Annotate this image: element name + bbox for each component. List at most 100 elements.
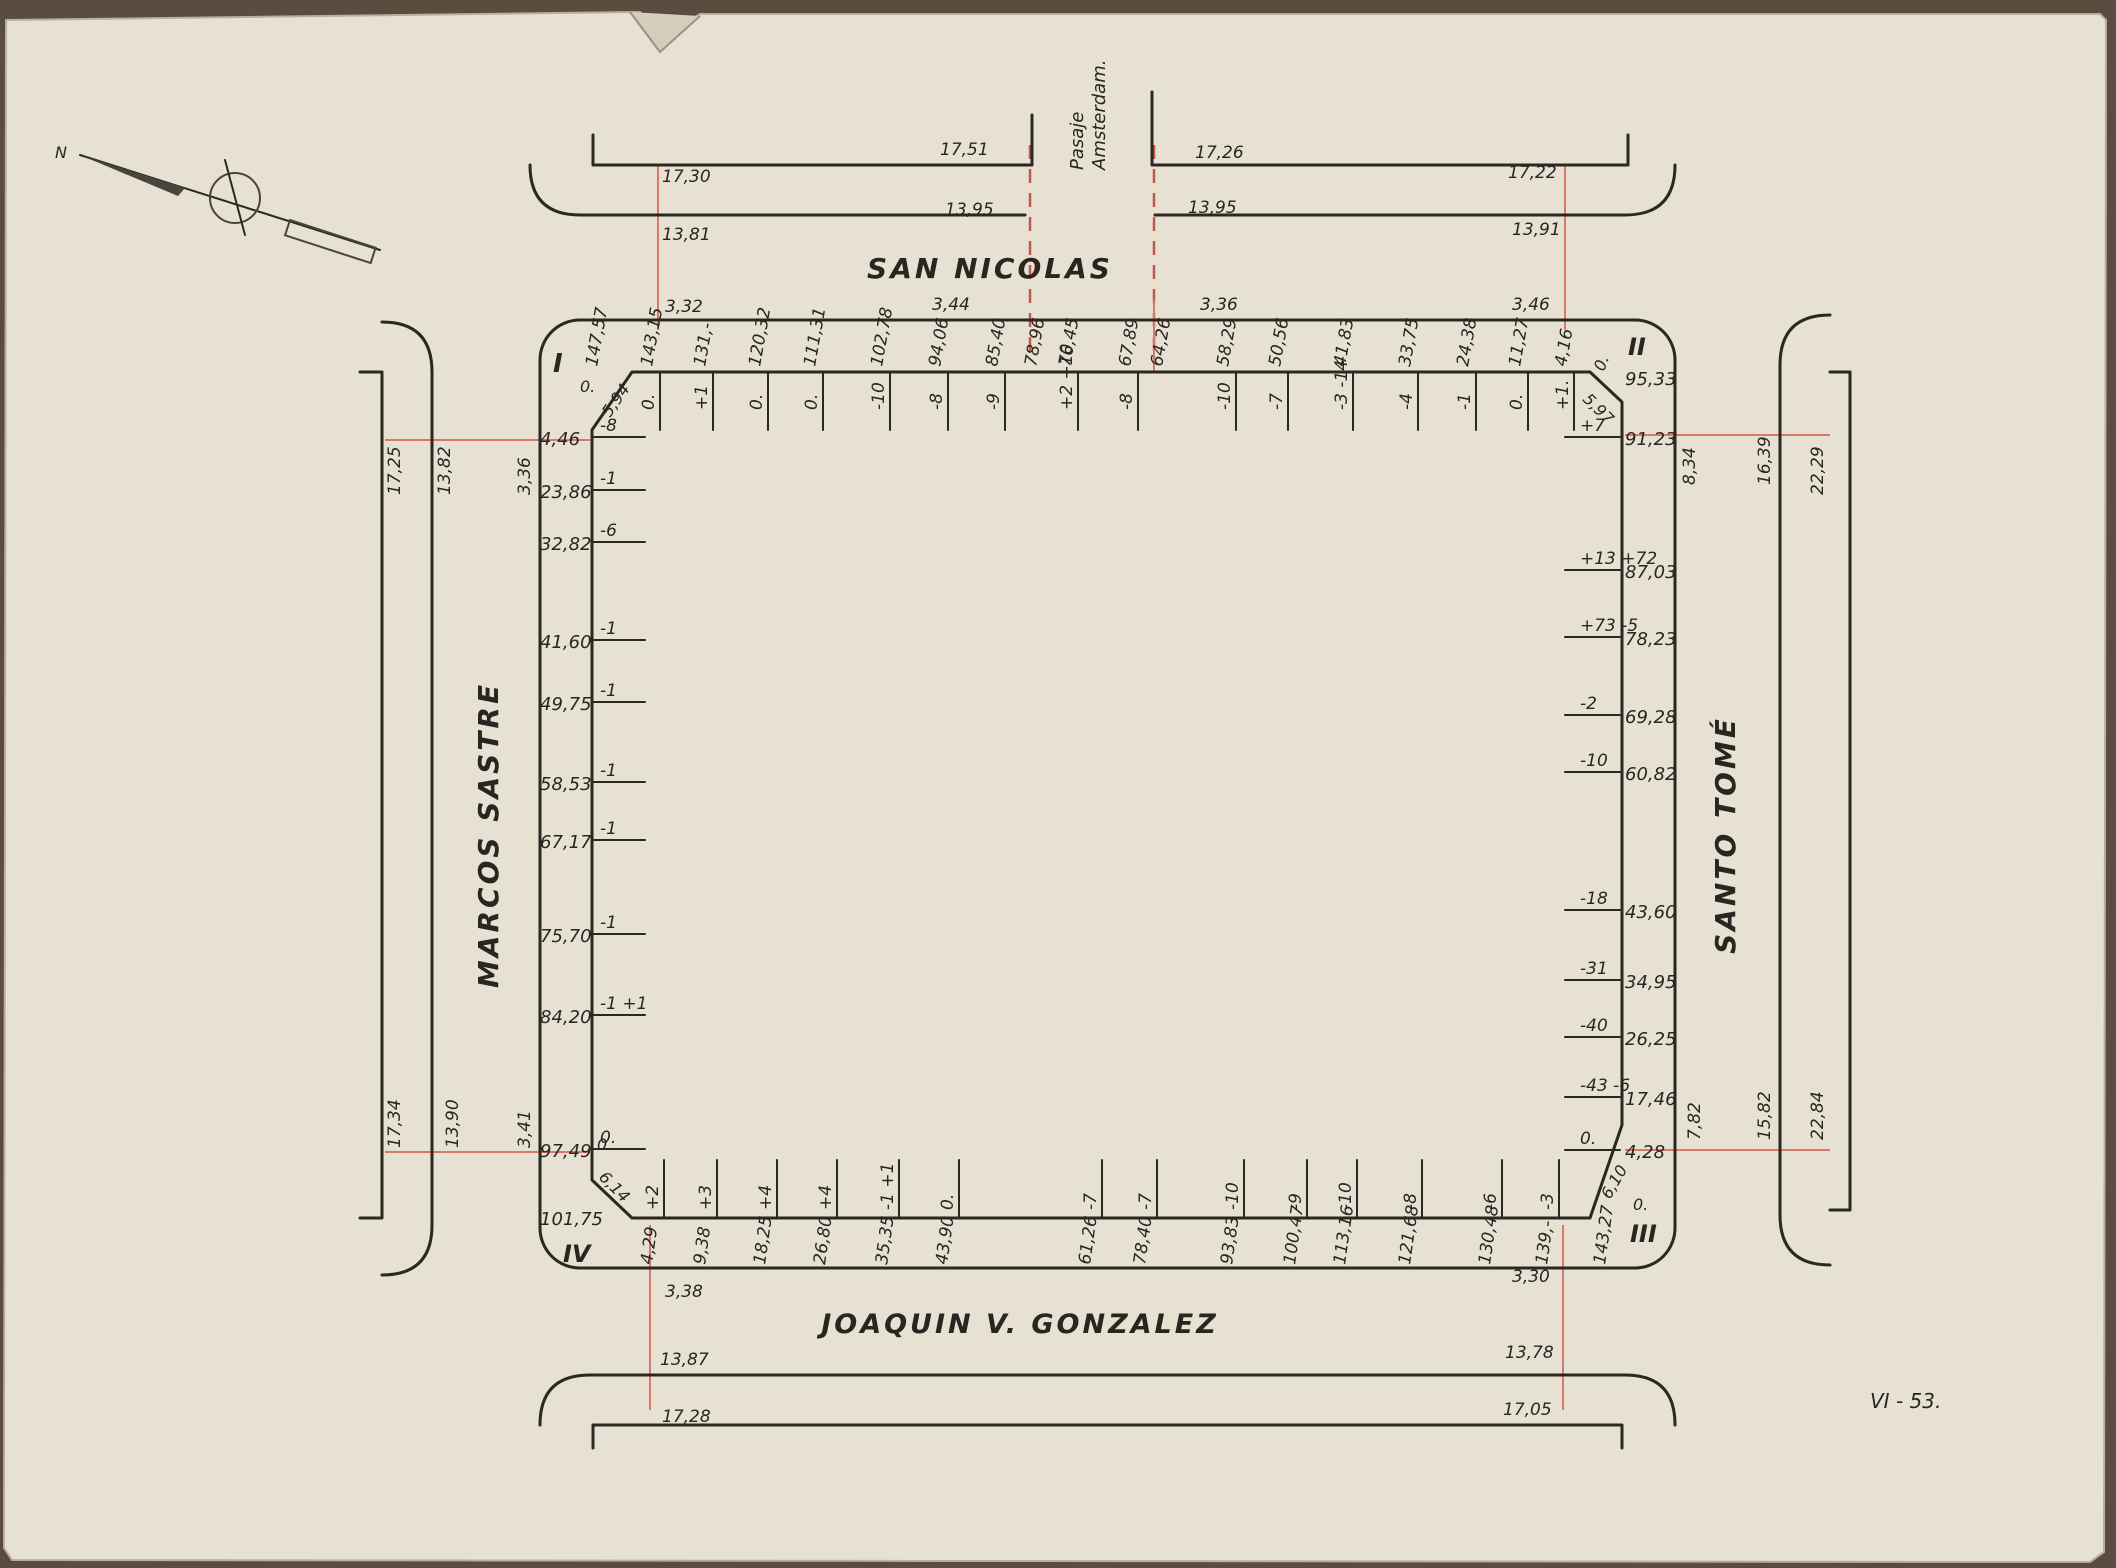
profile-label: 13,82	[435, 446, 455, 495]
east-distance: 4,28	[1625, 1142, 1665, 1163]
profile-label: 3,36	[1200, 295, 1238, 315]
south-level: +4	[816, 1185, 836, 1210]
passage-name-line1: Pasaje	[1067, 112, 1088, 170]
corner-label-sw: IV	[563, 1240, 593, 1268]
west-distance: 97,49	[540, 1141, 592, 1162]
profile-label: 13,90	[443, 1099, 463, 1148]
profile-label: 15,82	[1755, 1091, 1775, 1140]
profile-label: 17,28	[662, 1407, 711, 1427]
profile-label: 13,78	[1505, 1343, 1554, 1363]
south-level: +2	[643, 1185, 663, 1210]
north-level: -1	[1455, 393, 1475, 410]
west-distance: 41,60	[540, 632, 592, 653]
east-level: -10	[1580, 751, 1608, 771]
east-distance: 26,25	[1625, 1029, 1677, 1050]
profile-label: 17,22	[1508, 163, 1557, 183]
south-level: 0.	[938, 1194, 958, 1210]
profile-label: 16,39	[1755, 436, 1775, 485]
south-level: -10	[1223, 1182, 1243, 1210]
east-level: -40	[1580, 1016, 1608, 1036]
profile-label: 17,05	[1503, 1400, 1552, 1420]
profile-label: 13,95	[1188, 198, 1237, 218]
west-distance: 84,20	[540, 1007, 592, 1028]
west-distance: 67,17	[540, 832, 592, 853]
south-level: -3	[1538, 1193, 1558, 1210]
south-level: -1 +1	[878, 1163, 898, 1210]
profile-label: 17,34	[385, 1099, 405, 1148]
east-level: +13 +72	[1580, 549, 1657, 569]
east-level: -31	[1580, 959, 1608, 979]
south-side-measurements: 4,29+29,38+318,25+426,80+435,35-1 +143,9…	[637, 1159, 1618, 1266]
west-level: -1	[600, 761, 617, 781]
south-level: -6	[1481, 1193, 1501, 1210]
profile-label: 3,30	[1512, 1267, 1550, 1287]
profile-label: 3,44	[932, 295, 970, 315]
west-side-measurements: 4,46-823,86-132,82-641,60-149,75-158,53-…	[540, 416, 647, 1230]
south-level: -10	[1336, 1182, 1356, 1210]
south-level: -7	[1136, 1193, 1156, 1210]
west-distance: 32,82	[540, 534, 592, 555]
profile-label: 3,46	[1512, 295, 1550, 315]
street-name-east: SANTO TOMÉ	[1708, 716, 1742, 954]
profile-label: 17,26	[1195, 143, 1244, 163]
west-distance: 4,46	[540, 429, 580, 450]
profile-label: 3,38	[665, 1282, 703, 1302]
profile-label: 17,25	[385, 446, 405, 495]
north-level: 0.	[747, 394, 767, 410]
east-distance: 34,95	[1625, 972, 1677, 993]
north-level: 0.	[802, 394, 822, 410]
profile-label: 13,95	[945, 200, 994, 220]
north-street-profile: 17,5117,3013,9513,8117,2617,2213,9513,91…	[662, 140, 1561, 317]
north-level: +2 +10	[1057, 344, 1077, 410]
east-distance: 60,82	[1625, 764, 1677, 785]
profile-label: 13,81	[662, 225, 711, 245]
east-level: -43 -6	[1580, 1076, 1630, 1096]
south-level: +4	[756, 1185, 776, 1210]
east-level: 0.	[1580, 1129, 1596, 1149]
east-level: +73 -5	[1580, 616, 1638, 636]
corner-label-ne: II	[1628, 333, 1646, 361]
west-distance: 101,75	[540, 1209, 603, 1230]
north-level: 0.	[639, 394, 659, 410]
paper-tear	[629, 11, 701, 54]
north-level: -3 -14	[1332, 360, 1352, 410]
north-level: -8	[1117, 393, 1137, 410]
profile-label: 22,84	[1808, 1091, 1828, 1140]
east-distance: 43,60	[1625, 902, 1677, 923]
south-level: -9	[1286, 1193, 1306, 1210]
east-level: -2	[1580, 694, 1597, 714]
profile-label: 3,41	[515, 1110, 535, 1148]
corner-zero-nw: 0.	[580, 377, 595, 396]
west-level: -6	[600, 521, 617, 541]
street-curbs	[358, 90, 1852, 1450]
east-level: -18	[1580, 889, 1608, 909]
profile-label: 13,87	[660, 1350, 709, 1370]
east-level: +7	[1580, 416, 1605, 436]
street-name-west: MARCOS SASTRE	[472, 682, 505, 988]
west-distance: 58,53	[540, 774, 592, 795]
west-level: -8	[600, 416, 617, 436]
street-name-south: JOAQUIN V. GONZALEZ	[816, 1309, 1219, 1340]
east-distance: 17,46	[1625, 1089, 1677, 1110]
west-level: -1 +1	[600, 994, 647, 1014]
sheet-mark: VI - 53.	[1870, 1389, 1941, 1413]
corner-zero-ne: 0.	[1590, 353, 1613, 374]
north-level: +1.	[1553, 380, 1573, 410]
north-level: -10	[1215, 382, 1235, 410]
north-arrow-icon: N	[55, 143, 381, 265]
profile-label: 17,30	[662, 167, 711, 187]
profile-label: 13,91	[1512, 220, 1561, 240]
block-outline	[538, 318, 1677, 1270]
north-level: 0.	[1507, 394, 1527, 410]
west-level: -1	[600, 469, 617, 489]
west-distance: 23,86	[540, 482, 592, 503]
corner-label-nw: I	[553, 349, 563, 379]
profile-label: 7,82	[1685, 1102, 1705, 1140]
profile-label: 3,32	[665, 297, 703, 317]
south-level: +3	[696, 1185, 716, 1210]
west-distance: 49,75	[540, 694, 592, 715]
